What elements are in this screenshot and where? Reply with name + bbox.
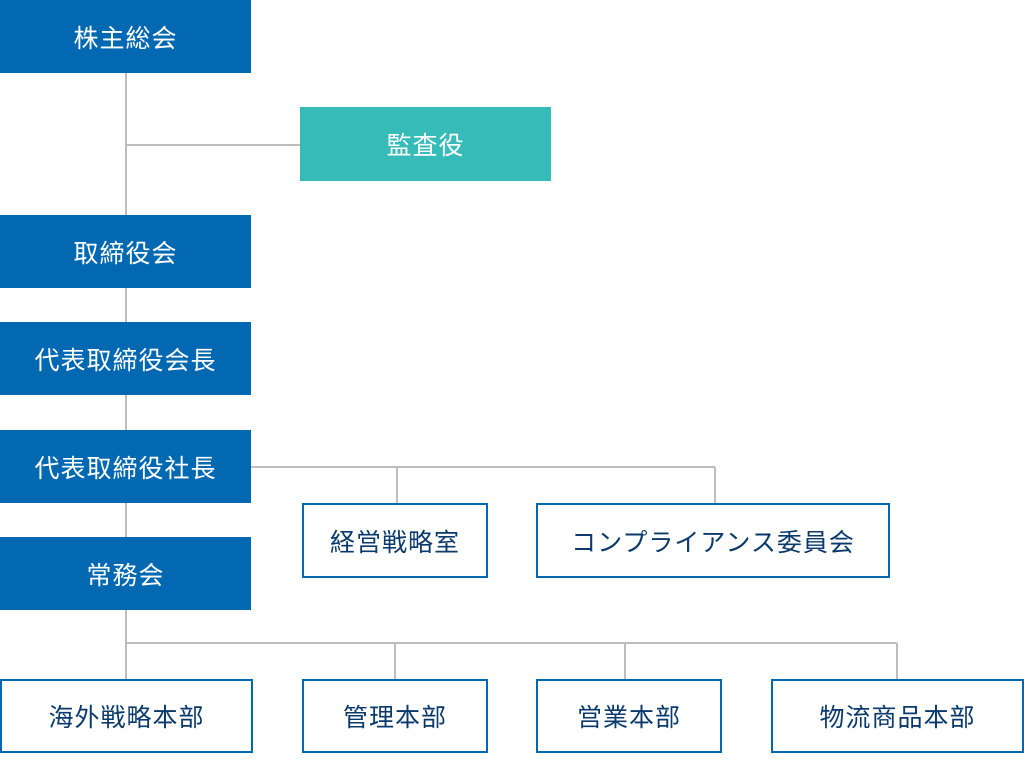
administration-division-label: 管理本部: [342, 703, 447, 732]
overseas-strategy-division-label: 海外戦略本部: [48, 703, 205, 732]
board-of-directors-label: 取締役会: [73, 238, 178, 268]
executive-committee-box: 常務会: [0, 537, 251, 610]
compliance-committee-label: コンプライアンス委員会: [571, 527, 855, 557]
executive-committee-label: 常務会: [86, 560, 165, 590]
administration-division-box: 管理本部: [302, 679, 488, 753]
strategy-office-box: 経営戦略室: [302, 503, 488, 578]
overseas-strategy-division-box: 海外戦略本部: [0, 679, 253, 753]
board-of-directors-box: 取締役会: [0, 215, 251, 288]
chairman-label: 代表取締役会長: [34, 345, 217, 375]
shareholders-meeting-label: 株主総会: [73, 23, 178, 53]
auditor-box: 監査役: [300, 107, 551, 181]
chairman-box: 代表取締役会長: [0, 322, 251, 395]
president-label: 代表取締役社長: [34, 453, 217, 483]
strategy-office-label: 経営戦略室: [329, 527, 460, 557]
shareholders-meeting-box: 株主総会: [0, 0, 251, 73]
logistics-products-division-label: 物流商品本部: [819, 703, 976, 732]
president-box: 代表取締役社長: [0, 430, 251, 503]
sales-division-box: 営業本部: [536, 679, 722, 753]
auditor-label: 監査役: [386, 131, 465, 160]
logistics-products-division-box: 物流商品本部: [771, 679, 1024, 753]
compliance-committee-box: コンプライアンス委員会: [536, 503, 890, 578]
sales-division-label: 営業本部: [576, 703, 681, 732]
